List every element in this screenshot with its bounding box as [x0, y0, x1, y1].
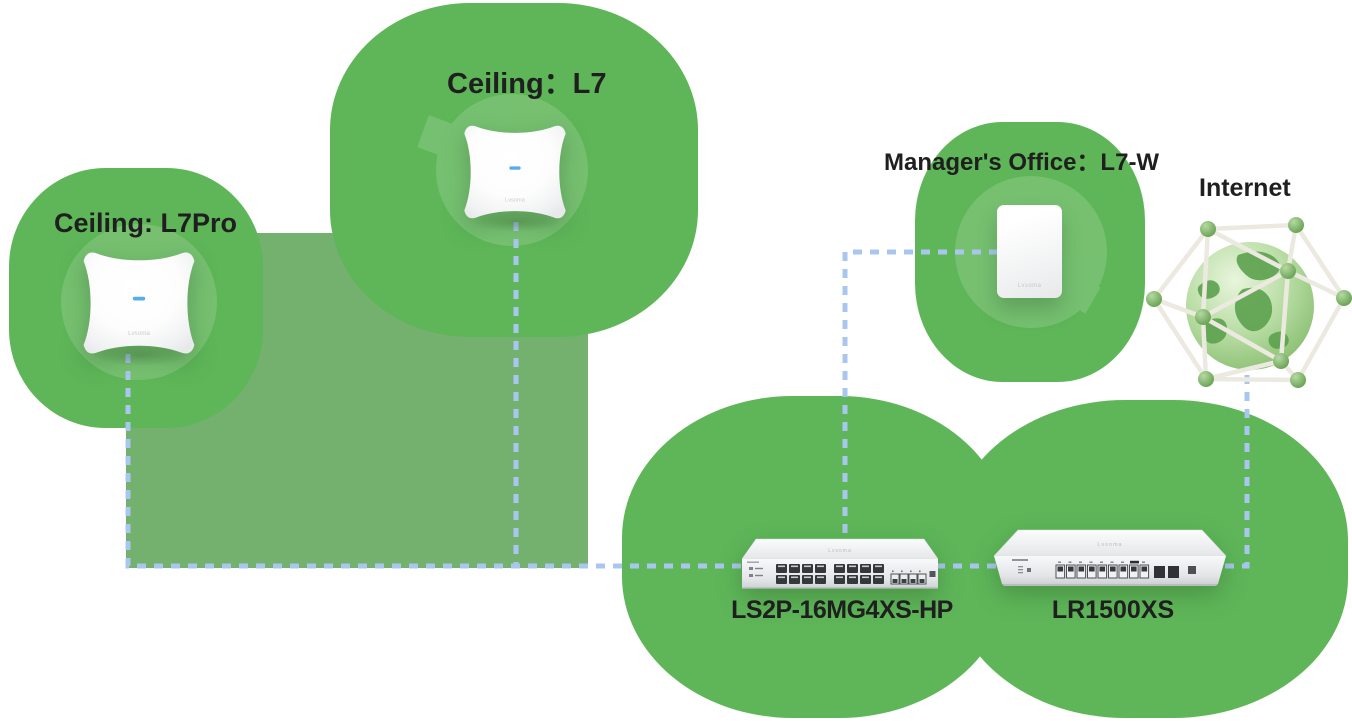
- switch-qr-sticker: [929, 571, 936, 577]
- label-router: LR1500XS: [1051, 596, 1175, 624]
- switch-top-face: [742, 538, 938, 560]
- label-managers-office: Manager's Office：L7-W: [884, 149, 1160, 176]
- globe-lattice-nodes: [1146, 217, 1352, 388]
- brand-logo-text: Lvsoma: [128, 330, 150, 337]
- status-led: [132, 296, 146, 301]
- label-internet: Internet: [1199, 174, 1291, 202]
- wire-l7w-to-switch: [842, 249, 998, 538]
- router-qr-sticker: [1188, 566, 1196, 574]
- status-led: [509, 166, 521, 170]
- switch-left-indicators: [749, 567, 763, 577]
- label-ceiling-l7: Ceiling：L7: [447, 68, 607, 100]
- switch-copper-ports: [776, 564, 884, 584]
- router-copper-ports: [1055, 564, 1150, 579]
- wire-bus-l7pro-switch-router-internet: [125, 354, 1250, 569]
- brand-logo-text: Lvsoma: [505, 197, 526, 203]
- ceiling-ap-body: [464, 125, 566, 219]
- router-top-face: [994, 529, 1226, 557]
- wall-ap-l7w-image: Lvsoma: [997, 205, 1062, 298]
- ceiling-ap-l7-image: Lvsoma: [464, 125, 566, 219]
- router-sfp-ports: [1154, 566, 1179, 578]
- router-front-logo: [1012, 559, 1028, 561]
- router-bottom-edge: [1002, 584, 1218, 586]
- l7-shadow: [472, 212, 562, 232]
- switch-sfp-ports: [890, 570, 927, 585]
- router-left-indicators: [1018, 566, 1031, 574]
- brand-logo-text: Lvsoma: [1097, 542, 1122, 548]
- switch-image: Lvsoma: [742, 538, 938, 589]
- ceiling-ap-l7pro-image: Lvsoma: [83, 252, 195, 354]
- router-image: Lvsoma: [994, 529, 1226, 586]
- label-ceiling-l7pro: Ceiling: L7Pro: [54, 208, 238, 238]
- l7pro-shadow: [92, 344, 188, 366]
- label-switch: LS2P-16MG4XS-HP: [731, 596, 953, 624]
- switch-bottom-edge: [742, 587, 938, 589]
- brand-logo-text: Lvsoma: [1017, 283, 1042, 289]
- ceiling-ap-body: [83, 252, 195, 354]
- brand-logo-text: Lvsoma: [828, 548, 852, 554]
- internet-globe-image: [1146, 217, 1352, 388]
- router-port-numbers: [1058, 560, 1145, 564]
